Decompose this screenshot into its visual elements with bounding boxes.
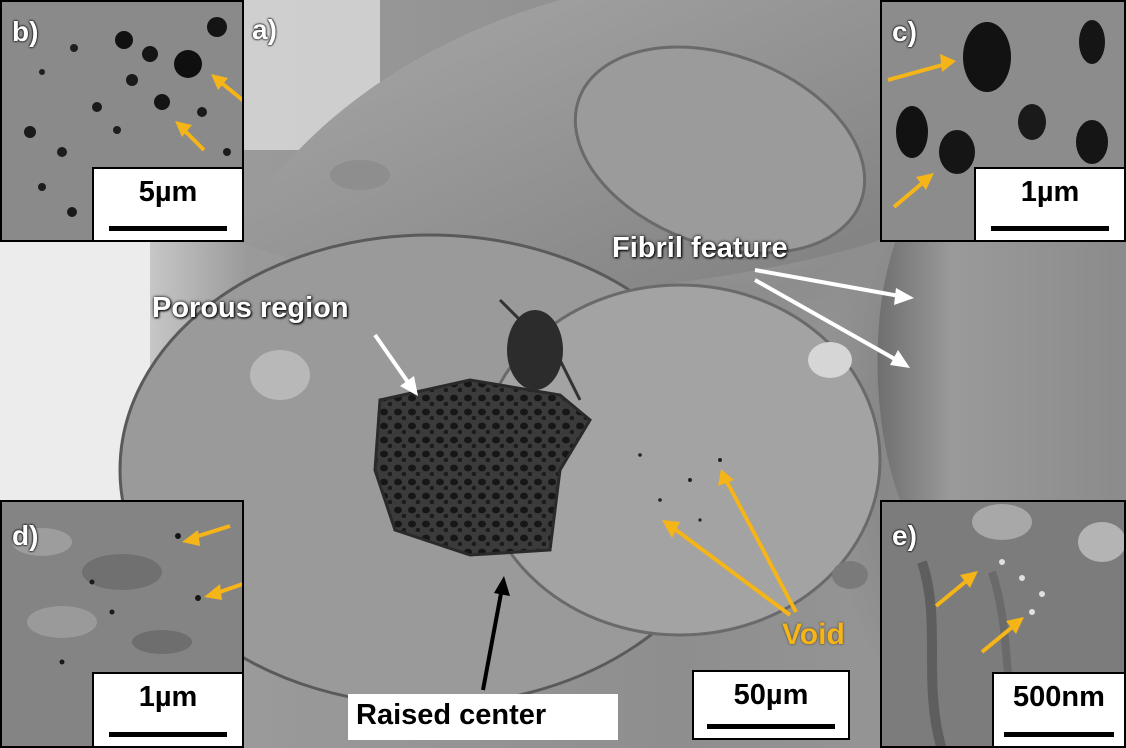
void-arrow-2 (724, 479, 798, 613)
raised-center-arrowhead (494, 576, 510, 596)
void-arrowhead-2 (718, 469, 734, 486)
inset-e-scale-bar-text: 500nm (1013, 681, 1105, 713)
raised-center-arrow (481, 587, 504, 691)
panel-label-d: d) (12, 520, 39, 551)
inset-e-scale-bar-line (1004, 732, 1114, 737)
panel-label-c: c) (892, 16, 917, 47)
inset-b-scale-bar-text: 5µm (138, 176, 198, 208)
void-arrow-1 (670, 525, 792, 617)
fibril-feature-arrow-2 (754, 278, 901, 364)
inset-d-scale-bar: 1µm (92, 672, 242, 746)
porous-region-label: Porous region (152, 292, 349, 324)
inset-c-scale-bar-text: 1µm (1020, 176, 1080, 208)
inset-b-scale-bar: 5µm (92, 167, 242, 240)
main-scale-bar-line (707, 724, 835, 729)
raised-center-label-bg (348, 694, 618, 740)
inset-c-scale-bar: 1µm (974, 167, 1124, 240)
main-scale-bar: 50µm (692, 670, 850, 740)
inset-e-scale-bar: 500nm (992, 672, 1124, 746)
inset-e: e) 500nm (880, 500, 1126, 748)
void-arrowhead-1 (662, 520, 680, 538)
fibril-feature-arrowhead-1 (894, 288, 914, 305)
fibril-feature-label: Fibril feature (612, 232, 788, 264)
raised-center-label: Raised center (356, 699, 547, 731)
main-scale-bar-text: 50µm (733, 679, 809, 711)
porous-region-arrow (373, 333, 414, 390)
inset-b-scale-bar-line (109, 226, 227, 231)
inset-d-scale-bar-line (109, 732, 227, 737)
porous-region-arrowhead (400, 376, 418, 396)
panel-label-e: e) (892, 520, 917, 551)
inset-c: c) 1µm (880, 0, 1126, 242)
fibril-feature-arrow-1 (754, 268, 906, 299)
inset-d: d) 1µm (0, 500, 244, 748)
inset-c-scale-bar-line (991, 226, 1109, 231)
inset-d-scale-bar-text: 1µm (138, 681, 198, 713)
inset-b: b) 5µm (0, 0, 244, 242)
panel-label-b: b) (12, 16, 39, 47)
fibril-feature-arrowhead-2 (890, 350, 910, 368)
panel-label-a: a) (252, 14, 277, 45)
void-label: Void (782, 618, 845, 651)
